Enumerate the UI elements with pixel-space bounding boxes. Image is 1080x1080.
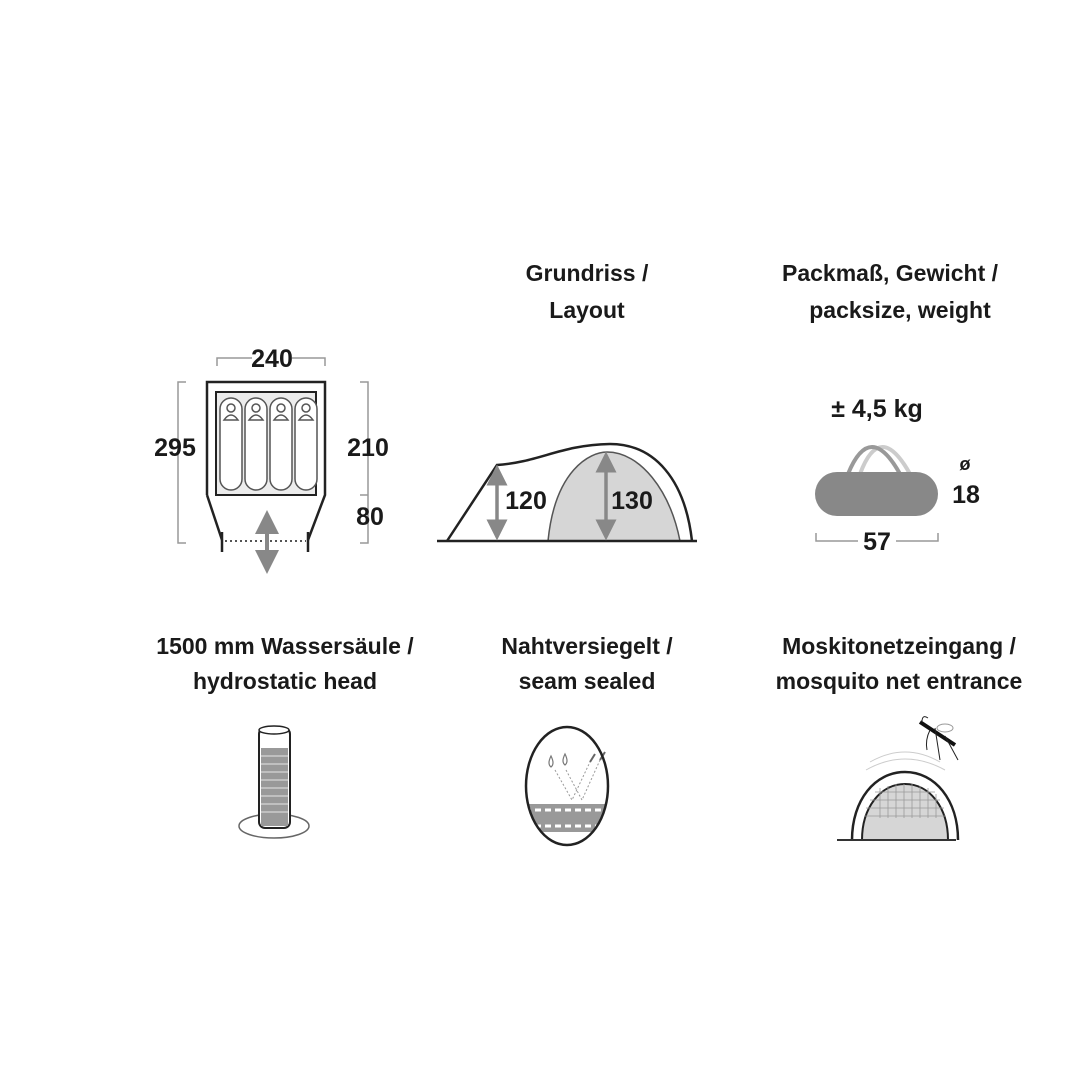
diameter-symbol: ø	[960, 454, 971, 474]
layout-title-2: Layout	[549, 297, 625, 323]
mosquito-title-1: Moskitonetzeingang /	[782, 633, 1016, 659]
floorplan-icon	[177, 357, 369, 574]
vestibule-length-label: 80	[356, 503, 384, 531]
seam-title-2: seam sealed	[519, 668, 656, 694]
inner-length-label: 210	[347, 434, 389, 462]
diameter-label: 18	[952, 481, 980, 509]
seam-sealed-icon	[524, 725, 610, 847]
seam-title-1: Nahtversiegelt /	[501, 633, 673, 659]
water-column-icon	[238, 725, 310, 839]
pack-length-label: 57	[863, 528, 891, 556]
layout-title-1: Grundriss /	[526, 260, 649, 286]
pack-title-1: Packmaß, Gewicht /	[782, 260, 999, 286]
mosquito-icon	[918, 716, 959, 761]
hydrostatic-title-2: hydrostatic head	[193, 668, 377, 694]
tent-side-view-icon	[437, 442, 697, 543]
pack-bag-icon	[815, 445, 939, 542]
mosquito-title-2: mosquito net entrance	[776, 668, 1023, 694]
hydrostatic-title-1: 1500 mm Wassersäule /	[156, 633, 414, 659]
vestibule-height-label: 120	[505, 487, 547, 515]
weight-label: ± 4,5 kg	[831, 395, 923, 423]
inner-height-label: 130	[611, 487, 653, 515]
floor-width-label: 240	[251, 345, 293, 373]
mosquito-net-icon	[837, 716, 960, 841]
floor-length-label: 295	[154, 434, 196, 462]
pack-title-2: packsize, weight	[809, 297, 991, 323]
